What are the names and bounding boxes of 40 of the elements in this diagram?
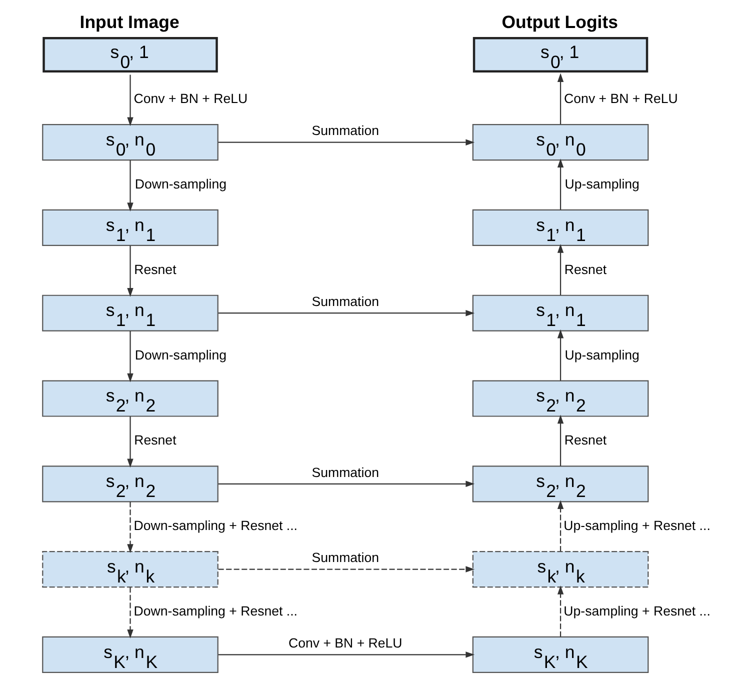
arrow: [218, 310, 475, 316]
edge-label: Conv + BN + ReLU: [134, 91, 248, 106]
edge-label: Summation: [312, 464, 380, 480]
arrow: [127, 587, 134, 638]
arrow: [557, 73, 564, 124]
edge-label: Summation: [312, 550, 380, 566]
edge-label: Down-sampling: [134, 176, 227, 192]
arrow: [557, 500, 564, 552]
edge-label: Summation: [312, 294, 380, 310]
edge-label: Down-sampling + Resnet ...: [134, 518, 298, 534]
edge-label: Summation: [312, 123, 380, 138]
arrow: [557, 158, 564, 210]
edge-label: Resnet: [134, 262, 176, 277]
arrow: [557, 586, 564, 637]
arrow: [127, 74, 134, 126]
edge-label: Conv + BN + ReLU: [564, 91, 678, 106]
edge-label: Conv + BN + ReLU: [288, 636, 402, 651]
node-label: Output Logits: [502, 12, 618, 32]
node-label: Input Image: [80, 12, 180, 32]
edge-label: Up-sampling + Resnet ...: [564, 518, 710, 534]
arrow: [218, 139, 475, 146]
arrow: [127, 246, 134, 297]
arrow: [557, 329, 564, 381]
edge-label: Up-sampling: [564, 347, 640, 362]
arrow: [218, 480, 475, 487]
arrow: [127, 331, 134, 382]
edge-label: Down-sampling + Resnet ...: [134, 603, 298, 618]
edge-label: Down-sampling: [134, 347, 227, 362]
arrow: [218, 566, 475, 572]
edge-label: Up-sampling: [564, 176, 640, 192]
edge-label: Up-sampling + Resnet ...: [564, 603, 710, 618]
arrow: [557, 244, 564, 296]
arrow: [127, 160, 134, 212]
arrow: [127, 416, 134, 468]
arrow: [127, 502, 134, 554]
edge-label: Resnet: [134, 432, 176, 448]
edge-label: Resnet: [564, 262, 607, 277]
edge-label: Resnet: [564, 432, 607, 448]
arrow: [557, 414, 564, 466]
arrow: [218, 652, 475, 658]
